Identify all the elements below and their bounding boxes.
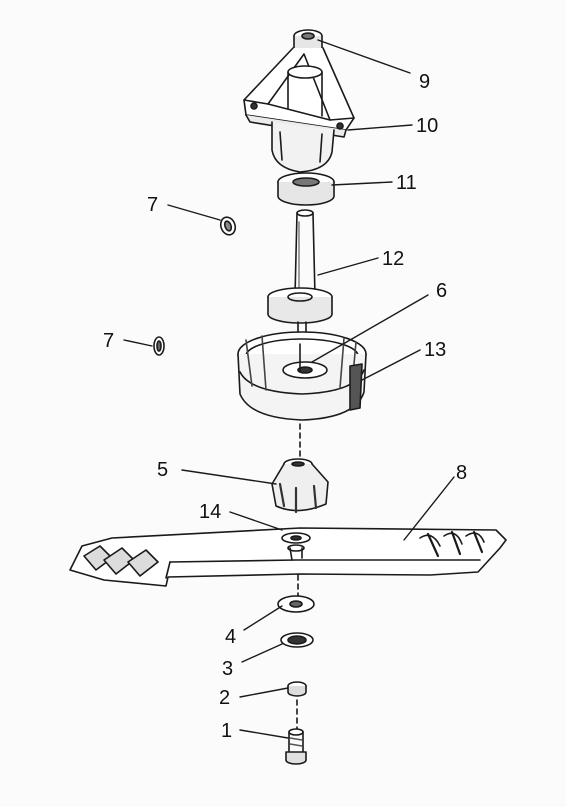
leader-13: [361, 349, 421, 381]
label-14: 14: [199, 501, 222, 523]
part-10-housing: [243, 47, 355, 173]
leader-5: [181, 469, 277, 485]
label-2: 2: [219, 687, 231, 709]
part-7b-ring: [153, 336, 165, 356]
part-4-washer: [277, 595, 315, 613]
leader-7b: [123, 339, 153, 347]
label-9: 9: [419, 71, 431, 93]
part-5-adapter: [271, 458, 329, 514]
leader-2: [239, 687, 289, 698]
label-3: 3: [222, 658, 234, 680]
part-11-bearing: [277, 172, 335, 206]
label-1: 1: [221, 720, 233, 742]
part-7a-ring: [219, 216, 237, 236]
label-10: 10: [416, 115, 439, 137]
label-12: 12: [382, 248, 405, 270]
leader-7a: [167, 204, 221, 221]
part-8-blade: [69, 527, 507, 587]
leader-6: [311, 294, 429, 363]
label-7b: 7: [103, 330, 115, 352]
part-12-shaft: [267, 209, 333, 353]
leader-3: [241, 643, 283, 663]
leader-9: [317, 39, 411, 74]
leader-8: [403, 476, 455, 541]
label-4: 4: [225, 626, 237, 648]
leader-10: [347, 124, 413, 131]
label-5: 5: [157, 459, 169, 481]
label-8: 8: [456, 462, 468, 484]
part-2-nut: [287, 681, 307, 697]
part-13-pulley: [237, 331, 367, 421]
part-1-bolt: [285, 728, 307, 765]
leader-14: [229, 511, 283, 531]
leader-1: [239, 729, 289, 739]
leader-lines: [123, 39, 455, 739]
label-6: 6: [436, 280, 448, 302]
leader-4: [243, 605, 283, 631]
leader-11: [331, 181, 393, 186]
part-14-washer: [281, 532, 311, 561]
label-11: 11: [396, 172, 417, 194]
leader-12: [317, 257, 379, 276]
label-13: 13: [424, 339, 447, 361]
label-7a: 7: [147, 194, 159, 216]
part-3-lock-washer: [280, 632, 314, 648]
